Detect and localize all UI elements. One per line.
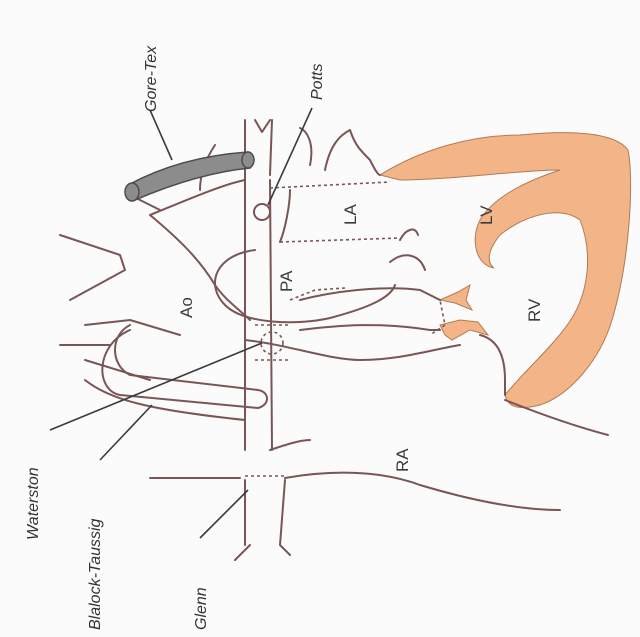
label-rv: RV	[525, 298, 544, 322]
label-glenn: Glenn	[193, 587, 210, 630]
gore-tex-graft-end	[125, 183, 139, 201]
left-atrium-dashed-bottom	[280, 238, 400, 242]
rv-lower-edge	[300, 325, 440, 330]
gore-tex-leader	[150, 110, 172, 160]
label-blalock-taussig: Blalock-Taussig	[87, 518, 104, 630]
bt-loop	[102, 325, 267, 408]
label-lv: LV	[477, 205, 496, 225]
label-ao: Ao	[177, 297, 196, 318]
rv-outflow	[300, 255, 440, 300]
label-potts: Potts	[309, 64, 326, 100]
label-waterston: Waterston	[25, 467, 42, 540]
left-atrium-dashed-top	[270, 182, 390, 188]
label-ra: RA	[393, 448, 412, 472]
glenn-leader	[200, 490, 248, 538]
blalock-taussig-leader	[100, 405, 152, 460]
valve-leaflet-upper	[440, 285, 472, 310]
label-gore-tex: Gore-Tex	[143, 45, 160, 112]
ventricle-wall	[380, 133, 631, 408]
label-la: LA	[341, 204, 360, 225]
ivc-branch	[235, 480, 290, 560]
label-pa: PA	[277, 270, 296, 292]
valve-leaflet-lower	[440, 320, 488, 340]
aortic-arch	[60, 180, 245, 345]
gore-tex-graft	[128, 152, 250, 200]
left-atrium-appendage	[300, 128, 380, 175]
gore-tex-graft-start	[242, 152, 254, 168]
right-atrium-lower	[150, 473, 560, 510]
upper-vessel-branch	[245, 120, 272, 180]
potts-site	[254, 204, 270, 220]
